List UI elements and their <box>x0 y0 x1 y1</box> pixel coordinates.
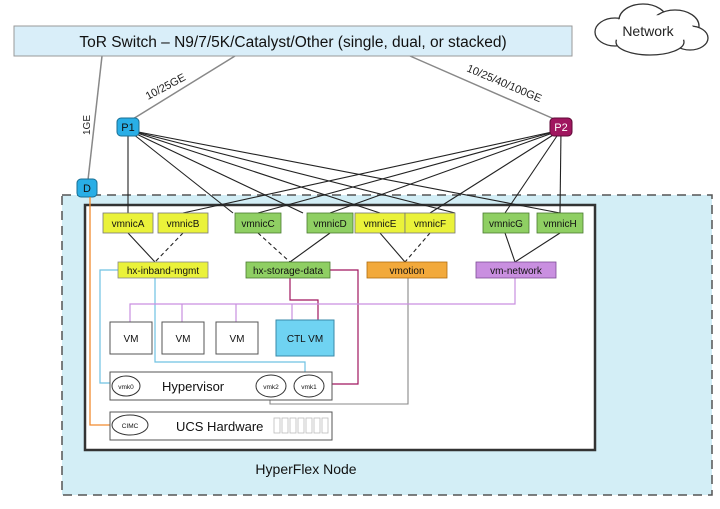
vmnic-vswitch-connectors <box>127 232 561 263</box>
svg-text:vmnicF: vmnicF <box>414 219 446 230</box>
hypervisor-label: Hypervisor <box>162 379 225 394</box>
svg-text:vmnicH: vmnicH <box>543 219 576 230</box>
svg-text:vmk0: vmk0 <box>118 384 134 391</box>
vm-1: VM <box>109 321 153 355</box>
svg-text:CIMC: CIMC <box>122 423 139 430</box>
tor-switch-box <box>13 25 573 57</box>
vm-3: VM <box>215 321 259 355</box>
ctl-vm: CTL VM <box>275 319 335 357</box>
network-label: Network <box>622 23 674 39</box>
uplink-p2-line <box>409 55 562 123</box>
mgmt-1ge-line <box>87 55 103 181</box>
vswitch-vm-network: vm-network <box>475 261 557 279</box>
svg-text:hx-inband-mgmt: hx-inband-mgmt <box>127 266 199 277</box>
svg-text:vmk1: vmk1 <box>301 384 317 391</box>
vmk2: vmk2 <box>255 374 287 398</box>
tor-switch-label: ToR Switch – N9/7/5K/Catalyst/Other (sin… <box>79 34 506 51</box>
drive-slots <box>273 417 329 434</box>
port-d <box>76 178 98 198</box>
vmnic-b: vmnicB <box>157 212 209 234</box>
port-p2-label: P2 <box>554 122 567 134</box>
cimc: CIMC <box>111 414 149 436</box>
svg-text:hx-storage-data: hx-storage-data <box>253 266 323 277</box>
svg-text:VM: VM <box>230 334 245 345</box>
hyperflex-node-label: HyperFlex Node <box>255 461 356 477</box>
port-p2 <box>549 117 573 137</box>
svg-text:CTL VM: CTL VM <box>287 334 323 345</box>
port-d-label: D <box>83 183 91 195</box>
svg-text:vmnicB: vmnicB <box>167 219 200 230</box>
svg-text:vmotion: vmotion <box>389 266 424 277</box>
vmnic-f: vmnicF <box>404 212 456 234</box>
vmnetwork-wiring <box>129 278 516 322</box>
vmnic-g: vmnicG <box>482 212 530 234</box>
storage-wiring <box>289 269 359 385</box>
network-cloud: Network <box>594 3 709 56</box>
vmnic-e: vmnicE <box>354 212 406 234</box>
svg-text:vmnicE: vmnicE <box>364 219 397 230</box>
svg-text:vmnicG: vmnicG <box>489 219 523 230</box>
uplink-p2-label: 10/25/40/100GE <box>465 63 543 105</box>
vm-2: VM <box>161 321 205 355</box>
vmk1: vmk1 <box>293 374 325 398</box>
svg-text:vmnicC: vmnicC <box>241 219 274 230</box>
vswitch-hx-inband-mgmt: hx-inband-mgmt <box>117 261 209 279</box>
vmnic-c: vmnicC <box>234 212 282 234</box>
ucs-hardware-label: UCS Hardware <box>176 419 263 434</box>
svg-text:vmnicA: vmnicA <box>112 219 145 230</box>
port-p1 <box>116 117 140 137</box>
vmnic-a: vmnicA <box>102 212 154 234</box>
hypervisor-box <box>109 371 333 401</box>
uplink-p1-line <box>127 55 236 123</box>
svg-text:vmnicD: vmnicD <box>313 219 346 230</box>
svg-text:vm-network: vm-network <box>490 266 543 277</box>
vmk0: vmk0 <box>111 375 141 397</box>
vswitch-vmotion: vmotion <box>366 261 448 279</box>
vmnic-d: vmnicD <box>306 212 354 234</box>
svg-text:vmk2: vmk2 <box>263 384 279 391</box>
svg-text:VM: VM <box>124 334 139 345</box>
mgmt-wiring <box>99 269 306 384</box>
cimc-wiring <box>89 197 110 426</box>
port-p1-label: P1 <box>121 122 134 134</box>
vmnic-h: vmnicH <box>536 212 584 234</box>
mgmt-1ge-label: 1GE <box>82 115 93 135</box>
p1-fanout <box>127 129 561 214</box>
vswitch-hx-storage-data: hx-storage-data <box>245 261 331 279</box>
svg-text:VM: VM <box>176 334 191 345</box>
p2-fanout <box>182 129 562 214</box>
